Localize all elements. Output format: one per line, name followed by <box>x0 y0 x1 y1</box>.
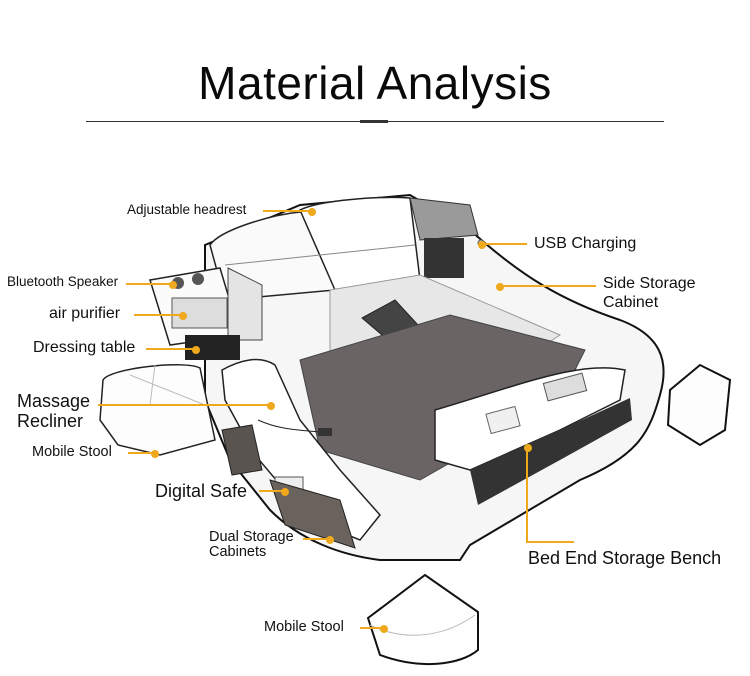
leader-line-dual-storage-cabinets <box>303 538 329 540</box>
leader-line-massage-recliner <box>98 404 270 406</box>
leader-dot-usb-charging <box>478 241 486 249</box>
leader-line-air-purifier <box>134 314 182 316</box>
leader-dot-side-storage-cabinet <box>496 283 504 291</box>
side-cabinet-top <box>409 197 479 241</box>
side-cabinet-shelf <box>424 238 464 278</box>
callout-label-massage-recliner-line2: Recliner <box>17 411 84 431</box>
leader-line-side-storage-cabinet <box>500 285 596 287</box>
callout-label-dressing-table: Dressing table <box>33 339 136 356</box>
headrest-right <box>299 196 421 291</box>
callout-label-air-purifier: air purifier <box>49 305 121 322</box>
leader-dot-mobile-stool-bottom <box>380 625 388 633</box>
leader-vline-bed-end-storage-bench <box>526 447 528 542</box>
leader-line-dressing-table <box>146 348 194 350</box>
leader-dot-bluetooth-speaker <box>169 281 177 289</box>
leader-dot-air-purifier <box>179 312 187 320</box>
drawer-upper <box>221 424 263 476</box>
dressing-mirror <box>227 267 263 341</box>
callout-label-dual-storage-cabinets-line1: Dual Storage <box>209 529 294 545</box>
leader-dot-digital-safe <box>281 488 289 496</box>
leader-line-bluetooth-speaker <box>126 283 172 285</box>
callout-label-dual-storage-cabinets-line2: Cabinets <box>209 544 267 560</box>
drawer-lower <box>269 479 356 549</box>
leader-line-digital-safe <box>259 490 284 492</box>
bench-storage-interior <box>470 398 632 505</box>
speaker-2 <box>192 273 204 285</box>
bench-tray <box>485 405 521 435</box>
callout-label-usb-charging: USB Charging <box>534 235 637 252</box>
leader-dot-bed-end-storage-bench <box>524 444 532 452</box>
callout-label-bluetooth-speaker: Bluetooth Speaker <box>7 274 119 289</box>
massage-remote <box>318 428 332 436</box>
title-divider-accent <box>360 120 388 123</box>
page-title: Material Analysis <box>198 57 552 109</box>
callout-label-adjustable-headrest: Adjustable headrest <box>127 202 247 217</box>
callout-label-digital-safe: Digital Safe <box>155 481 248 501</box>
callout-label-bed-end-storage-bench: Bed End Storage Bench <box>528 548 722 568</box>
leader-line-adjustable-headrest <box>263 210 311 212</box>
stool-left <box>99 364 216 456</box>
leader-dot-massage-recliner <box>267 402 275 410</box>
remote-cord <box>257 419 321 433</box>
callout-label-massage-recliner-line1: Massage <box>17 391 91 411</box>
leader-dot-dressing-table <box>192 346 200 354</box>
callout-label-side-storage-cabinet-line2: Cabinet <box>603 294 659 311</box>
leader-line-mobile-stool-left <box>128 452 154 454</box>
leader-line-bed-end-storage-bench <box>526 541 574 543</box>
leader-line-usb-charging <box>481 243 527 245</box>
leader-dot-adjustable-headrest <box>308 208 316 216</box>
leader-line-mobile-stool-bottom <box>360 627 383 629</box>
callout-label-mobile-stool-left: Mobile Stool <box>32 444 112 460</box>
bench-laptop <box>542 372 588 402</box>
callout-label-mobile-stool-bottom: Mobile Stool <box>264 619 344 635</box>
leader-dot-mobile-stool-left <box>151 450 159 458</box>
leader-dot-dual-storage-cabinets <box>326 536 334 544</box>
callout-label-side-storage-cabinet-line1: Side Storage <box>603 275 696 292</box>
stool-bottom <box>366 573 479 665</box>
stool-right <box>666 363 732 447</box>
